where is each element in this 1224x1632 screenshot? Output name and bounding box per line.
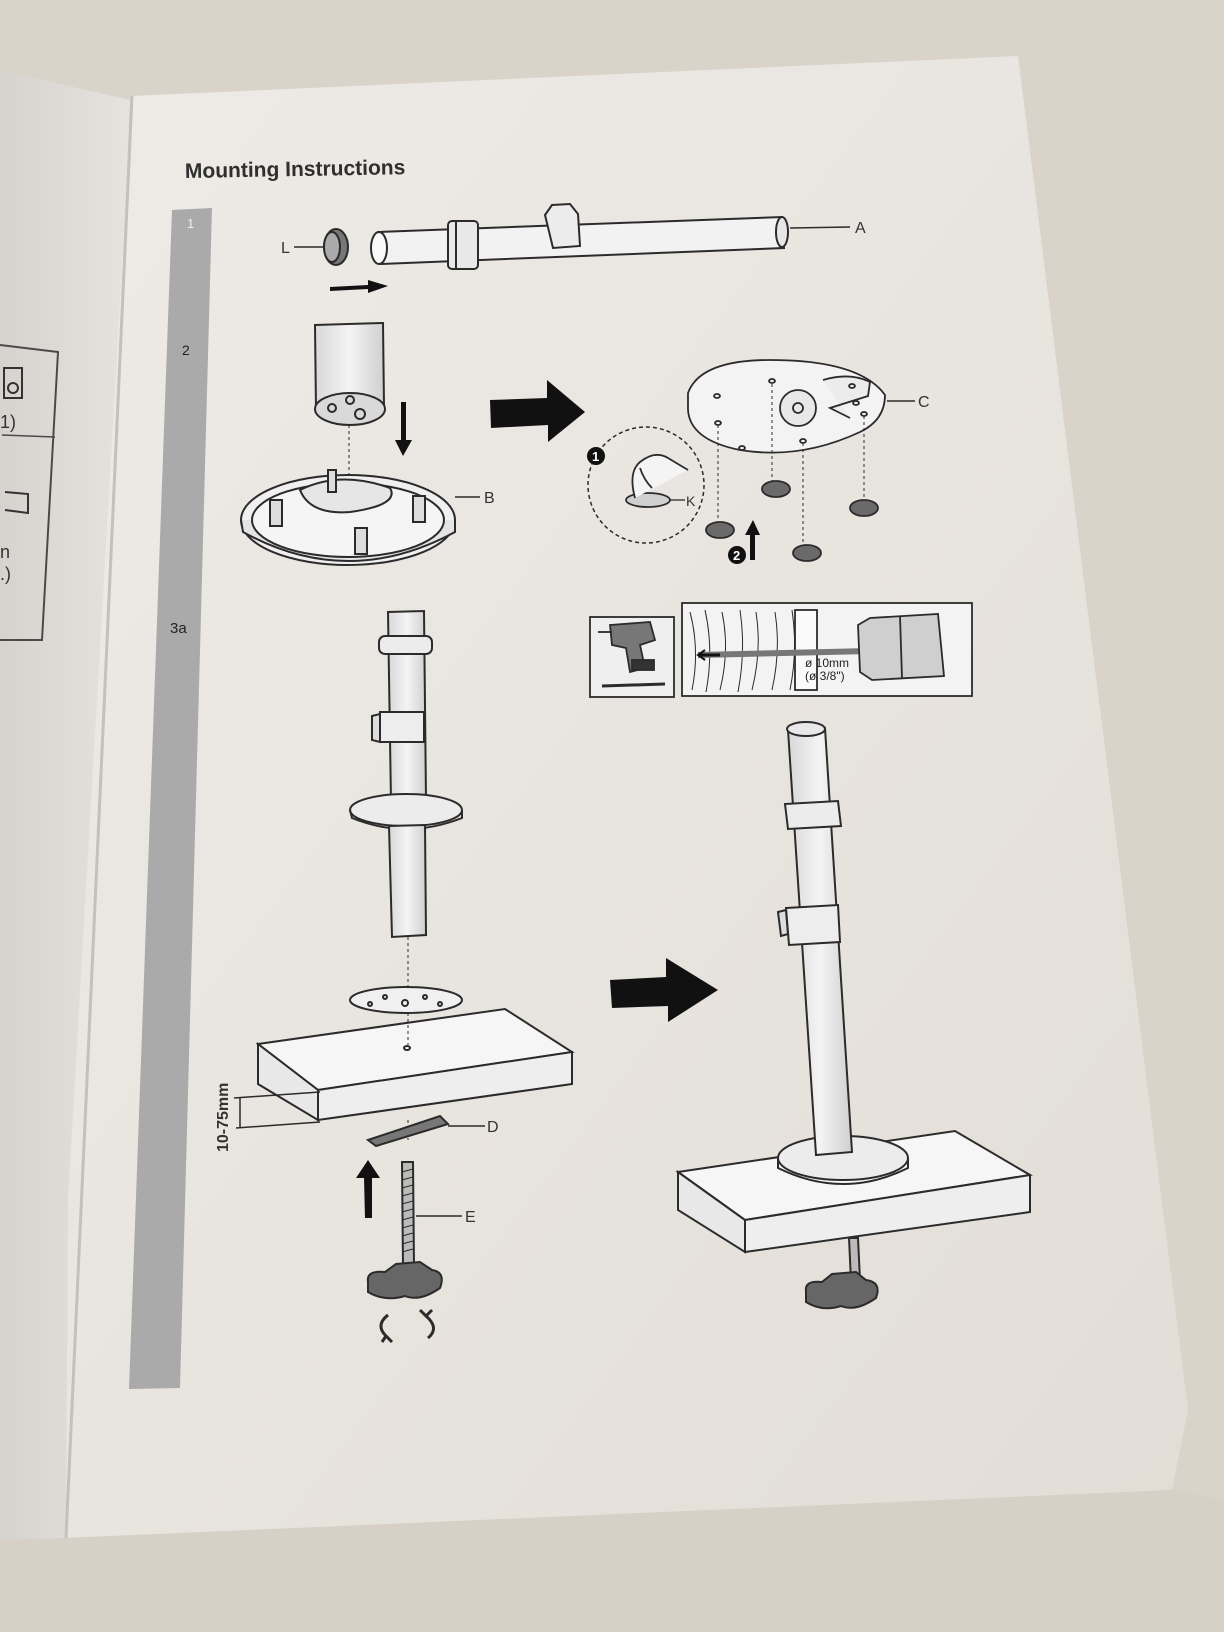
drill-diameter-mm: ø 10mm (805, 656, 849, 670)
main-page (66, 56, 1188, 1538)
left-fragment-2: n (0, 542, 10, 562)
sub-step-2-number: 2 (733, 548, 740, 563)
step-sidebar (129, 208, 212, 1389)
label-l: L (281, 240, 290, 257)
left-fragment-1: 1) (0, 412, 16, 432)
drill-diameter-in: (ø 3/8") (805, 669, 845, 683)
big-arrow-right-icon-2 (610, 958, 718, 1022)
label-e: E (465, 1209, 476, 1226)
clamp-knob (366, 1260, 443, 1300)
step-2-base-illustration (240, 321, 480, 566)
rotate-icon (379, 1308, 435, 1344)
exploded-assembly-illustration (233, 609, 575, 1344)
left-fragment-3: .) (0, 564, 11, 584)
step-1-illustration (294, 202, 851, 293)
clamp-plate-d (365, 1114, 450, 1148)
arrow-down-icon (395, 402, 412, 456)
label-k: K (686, 493, 696, 509)
step-2-plate-illustration: 1 2 (587, 359, 915, 564)
sub-step-1-number: 1 (592, 449, 599, 464)
step-number-3a: 3a (170, 620, 187, 637)
label-c: C (918, 394, 930, 411)
arrow-right-icon (330, 280, 388, 293)
page-title: Mounting Instructions (185, 156, 406, 183)
label-d: D (487, 1119, 499, 1136)
left-page: 1) n .) (0, 70, 130, 1540)
drill-illustration (589, 602, 973, 698)
assembled-stand-illustration (675, 721, 1033, 1310)
assembled-knob (804, 1270, 879, 1310)
arrow-up-icon-2 (356, 1160, 380, 1218)
step-number-1: 1 (187, 216, 194, 231)
step-number-2: 2 (182, 342, 190, 358)
label-a: A (855, 220, 866, 237)
label-b: B (484, 490, 495, 507)
arrow-up-icon (745, 520, 760, 560)
desk-thickness-label: 10-75mm (215, 1083, 232, 1152)
big-arrow-right-icon (490, 380, 585, 442)
